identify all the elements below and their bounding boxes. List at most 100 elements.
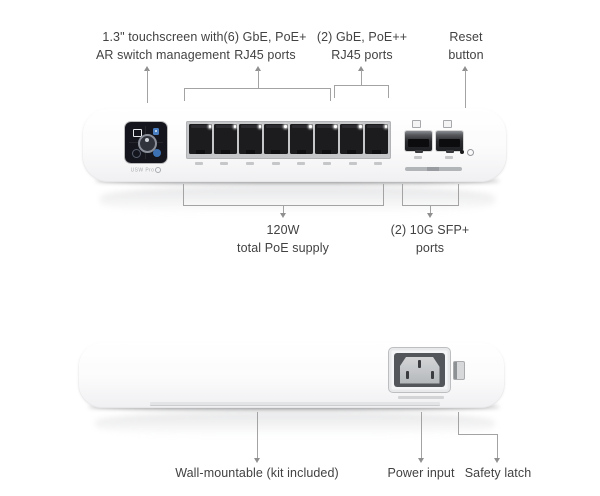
port-led	[208, 125, 212, 128]
port-label-mark	[322, 162, 331, 165]
callout-reset-line1: Reset	[449, 30, 483, 44]
arrowhead-down-icon	[494, 458, 500, 463]
port-led	[334, 125, 337, 128]
port-label-mark	[297, 162, 306, 165]
screen-center-dial	[138, 134, 157, 153]
vent-slot-insert	[427, 167, 439, 171]
bracket-poe-plus-plus	[334, 85, 389, 86]
port-label-mark	[194, 162, 203, 165]
neutral-pin-slot	[430, 370, 434, 379]
rj45-port	[214, 124, 238, 154]
callout-poe-supply: 120W total PoE supply	[193, 221, 373, 257]
callout-line-poe-plus	[258, 70, 259, 88]
screen-window-icon	[133, 129, 142, 137]
screen-power-icon	[132, 149, 141, 158]
callout-safety-latch-text: Safety latch	[464, 466, 532, 480]
rj45-port	[339, 124, 363, 154]
rj45-port	[239, 124, 263, 154]
touchscreen	[125, 122, 167, 163]
sfp-led-indicator	[443, 120, 452, 128]
arrowhead-up-icon	[462, 66, 468, 71]
callout-wall-mount: Wall-mountable (kit included)	[137, 464, 377, 482]
callout-line-power-input	[421, 412, 422, 458]
callout-sfp-line1: (2) 10G SFP+	[390, 223, 470, 237]
rj45-port	[289, 124, 313, 154]
model-label: USW Pro	[118, 167, 174, 173]
callout-poe-supply-line1: 120W	[266, 223, 300, 237]
screen-status-icon	[153, 149, 161, 157]
rear-reflection	[95, 412, 495, 436]
callout-touchscreen-line1: 1.3" touchscreen with	[102, 30, 224, 44]
sfp-port	[405, 131, 432, 153]
callout-wall-mount-text: Wall-mountable (kit included)	[175, 466, 339, 480]
callout-poe-plus-plus-line1: (2) GbE, PoE++	[316, 30, 408, 44]
bracket-poe-plus-right	[330, 88, 331, 101]
bracket-sfp-left	[402, 184, 403, 205]
wall-mount-slot	[150, 402, 440, 406]
port-led	[309, 125, 312, 128]
callout-poe-supply-line2: total PoE supply	[237, 241, 329, 255]
sfp-port	[436, 131, 463, 153]
callout-line-sfp	[430, 205, 431, 213]
callout-line-wall-mount	[257, 412, 258, 458]
port-led	[384, 125, 387, 128]
arrowhead-down-icon	[254, 458, 260, 463]
c14-connector	[399, 356, 440, 384]
sfp-led-indicator	[412, 120, 421, 128]
callout-line-safety-latch-v1	[458, 412, 459, 434]
port-label-mark	[246, 162, 255, 165]
callout-power-input-text: Power input	[387, 466, 455, 480]
rj45-port	[314, 124, 338, 154]
callout-line-reset	[465, 70, 466, 143]
port-number-labels	[186, 162, 391, 165]
sfp-label-mark	[445, 156, 453, 159]
rj45-port	[364, 124, 388, 154]
port-led	[233, 125, 237, 128]
arrowhead-down-icon	[280, 213, 286, 218]
callout-poe-plus-plus-ports: (2) GbE, PoE++ RJ45 ports	[282, 28, 442, 64]
callout-touchscreen: 1.3" touchscreen with AR switch manageme…	[83, 28, 243, 64]
port-label-mark	[374, 162, 383, 165]
line-pin-slot	[405, 370, 409, 379]
bracket-poe-supply-right	[383, 184, 384, 205]
bracket-poe-plus-plus-right	[388, 85, 389, 98]
callout-safety-latch: Safety latch	[438, 464, 558, 482]
port-led	[359, 125, 362, 128]
bracket-poe-plus-plus-left	[334, 85, 335, 98]
port-label-mark	[348, 162, 357, 165]
bracket-poe-plus-left	[184, 88, 185, 101]
power-inlet-recess	[394, 353, 445, 387]
callout-poe-plus-line2: RJ45 ports	[234, 48, 296, 62]
model-label-text: USW Pro	[130, 167, 155, 174]
screen-briefcase-icon	[153, 128, 159, 135]
port-led	[258, 125, 262, 128]
reset-button	[460, 150, 464, 154]
power-ratings-text	[398, 396, 444, 399]
callout-sfp-ports: (2) 10G SFP+ ports	[355, 221, 505, 257]
safety-latch	[453, 361, 465, 380]
reset-led-ring	[467, 149, 474, 156]
callout-sfp-line2: ports	[415, 241, 445, 255]
callout-poe-plus-ports: (6) GbE, PoE+ RJ45 ports	[185, 28, 345, 64]
callout-poe-plus-plus-line2: RJ45 ports	[331, 48, 393, 62]
vent-slot	[405, 167, 462, 171]
callout-reset-button: Reset button	[386, 28, 546, 64]
port-label-mark	[271, 162, 280, 165]
arrowhead-up-icon	[255, 66, 261, 71]
sfp-label-mark	[414, 156, 422, 159]
callout-poe-plus-line1: (6) GbE, PoE+	[223, 30, 307, 44]
arrowhead-up-icon	[144, 66, 150, 71]
port-label-mark	[220, 162, 229, 165]
callout-line-poe-supply	[283, 205, 284, 213]
dial-dot	[145, 138, 149, 142]
front-reflection	[100, 186, 495, 214]
ground-pin-slot	[418, 359, 421, 368]
rj45-port-block	[186, 121, 391, 159]
bracket-poe-supply-left	[183, 184, 184, 205]
arrowhead-up-icon	[358, 66, 364, 71]
rj45-port	[264, 124, 288, 154]
callout-line-poe-plus-plus	[361, 70, 362, 85]
arrowhead-down-icon	[427, 213, 433, 218]
arrowhead-down-icon	[418, 458, 424, 463]
